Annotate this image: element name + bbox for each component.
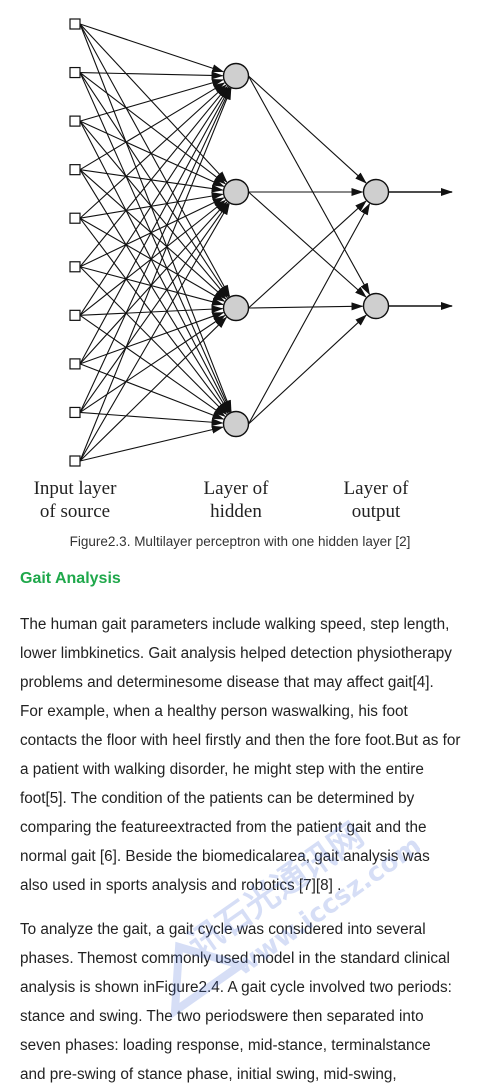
input-hidden-connection <box>79 23 225 73</box>
figure-caption: Figure2.3. Multilayer perceptron with on… <box>69 534 411 549</box>
text-line: The human gait parameters include walkin… <box>20 616 450 633</box>
output-node <box>362 292 390 320</box>
hidden-node <box>222 62 250 90</box>
hidden-layer-label-line1: Layer of <box>204 478 270 499</box>
text-line: comparing the featureextracted from the … <box>20 819 427 836</box>
hidden-output-connection <box>248 314 367 425</box>
input-hidden-connection <box>79 411 224 427</box>
text-line: phases. Themost commonly used model in t… <box>20 950 450 967</box>
input-hidden-connection <box>79 86 231 365</box>
multilayer-perceptron-diagram: Input layer of source Layer of hidden La… <box>34 18 453 522</box>
input-node <box>69 455 81 467</box>
input-hidden-connection <box>79 202 229 413</box>
text-line: a patient with walking disorder, he migh… <box>20 761 424 778</box>
input-node <box>69 358 81 370</box>
input-hidden-connection <box>79 87 231 413</box>
input-hidden-connection <box>79 23 230 298</box>
text-line: normal gait [6]. Beside the biomedicalar… <box>20 848 430 865</box>
section-heading: Gait Analysis <box>20 570 121 587</box>
text-line: stance and swing. The two periodswere th… <box>20 1008 424 1025</box>
input-hidden-connection <box>79 71 224 80</box>
input-hidden-connection <box>79 363 225 420</box>
input-hidden-connection <box>79 266 228 416</box>
input-hidden-connection <box>79 316 228 462</box>
text-line: foot[5]. The condition of the patients c… <box>20 790 415 807</box>
text-line: seven phases: loading response, mid-stan… <box>20 1037 431 1054</box>
input-node <box>69 309 81 321</box>
input-node <box>69 115 81 127</box>
text-line: contacts the floor with heel firstly and… <box>20 732 461 749</box>
input-hidden-connection <box>79 82 226 171</box>
hidden-output-connection <box>248 191 367 298</box>
input-hidden-connection <box>79 217 229 415</box>
input-hidden-connection <box>79 120 225 187</box>
hidden-node <box>222 410 250 438</box>
input-node <box>69 66 81 79</box>
input-hidden-connection <box>79 425 224 462</box>
hidden-output-connection <box>248 200 367 309</box>
hidden-node <box>222 178 250 206</box>
input-hidden-connection <box>79 86 230 316</box>
text-line: problems and determinesome disease that … <box>20 674 434 691</box>
paragraph-gait-cycle: To analyze the gait, a gait cycle was co… <box>20 915 468 1089</box>
input-hidden-connection <box>79 84 227 219</box>
input-hidden-connection <box>79 72 232 413</box>
input-hidden-connection <box>79 217 226 302</box>
input-hidden-connection <box>79 201 228 365</box>
input-hidden-connection <box>79 23 228 183</box>
input-hidden-connection <box>79 120 228 299</box>
input-node <box>69 18 81 30</box>
hidden-output-connection <box>248 75 370 296</box>
output-node <box>362 178 390 206</box>
input-hidden-connection <box>79 169 230 414</box>
input-node <box>69 406 81 419</box>
input-node <box>69 212 81 224</box>
hidden-output-connection <box>248 75 367 184</box>
hidden-output-connection <box>248 202 370 425</box>
input-hidden-connection <box>79 314 226 413</box>
input-hidden-connection <box>79 85 229 268</box>
output-layer-label-line1: Layer of <box>344 478 410 499</box>
hidden-node <box>222 294 250 322</box>
input-hidden-connection <box>79 72 227 185</box>
input-layer-label-line1: Input layer <box>34 478 118 499</box>
input-hidden-connection <box>79 314 226 417</box>
input-hidden-connection <box>79 120 231 413</box>
paragraph-gait-parameters: The human gait parameters include walkin… <box>20 610 468 900</box>
hidden-output-connection <box>248 302 364 311</box>
input-node <box>69 164 81 176</box>
input-hidden-connection <box>79 78 224 122</box>
input-hidden-connection <box>79 199 227 316</box>
text-line: and pre-swing of stance phase, initial s… <box>20 1066 397 1083</box>
input-layer-label-line2: of source <box>40 501 110 522</box>
hidden-layer-label-line2: hidden <box>210 501 262 522</box>
input-hidden-connection <box>79 72 230 298</box>
input-hidden-connection <box>79 169 227 300</box>
text-line: also used in sports analysis and robotic… <box>20 877 342 894</box>
input-hidden-connection <box>79 87 232 462</box>
text-line: For example, when a healthy person waswa… <box>20 703 408 720</box>
input-hidden-connection <box>79 202 230 462</box>
output-layer-label-line2: output <box>352 501 401 522</box>
input-hidden-connection <box>79 23 232 413</box>
input-node <box>69 261 81 273</box>
text-line: To analyze the gait, a gait cycle was co… <box>20 921 426 938</box>
text-line: lower limbkinetics. Gait analysis helped… <box>20 645 452 662</box>
text-line: analysis is shown inFigure2.4. A gait cy… <box>20 979 452 996</box>
